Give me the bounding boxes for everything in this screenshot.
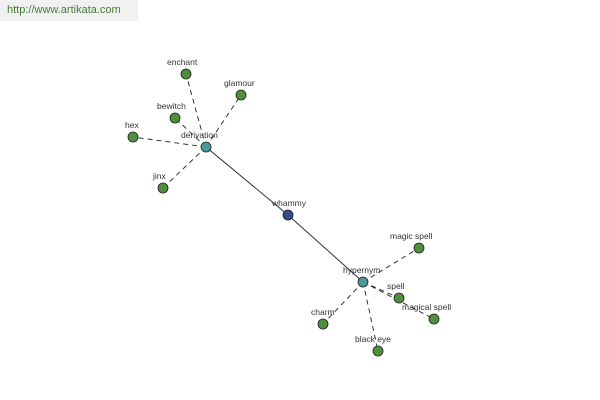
node-hex[interactable] xyxy=(127,131,139,143)
node-label-derivation: derivation xyxy=(181,130,218,140)
node-enchant[interactable] xyxy=(180,68,192,80)
node-label-glamour: glamour xyxy=(224,78,255,88)
edge-derivation-glamour xyxy=(205,94,242,148)
node-label-black-eye: black eye xyxy=(355,334,391,344)
node-label-magical-spell: magical spell xyxy=(402,302,451,312)
nodes-layer xyxy=(127,68,440,357)
node-label-spell: spell xyxy=(387,281,405,291)
node-jinx[interactable] xyxy=(157,182,169,194)
node-derivation[interactable] xyxy=(200,141,212,153)
node-label-jinx: jinx xyxy=(152,171,167,181)
edge-hypernym-black-eye xyxy=(362,281,379,352)
node-whammy[interactable] xyxy=(282,209,294,221)
node-magic-spell[interactable] xyxy=(413,242,425,254)
node-label-hex: hex xyxy=(125,120,139,130)
node-glamour[interactable] xyxy=(235,89,247,101)
node-label-charm: charm xyxy=(311,307,335,317)
edge-derivation-bewitch xyxy=(174,117,207,148)
edge-whammy-derivation xyxy=(205,146,289,216)
edge-hypernym-charm xyxy=(322,281,364,325)
node-label-hypernym: hypernym xyxy=(343,265,380,275)
source-url-banner[interactable]: http://www.artikata.com xyxy=(0,0,138,21)
labels-layer: whammy derivation hypernym enchant glamour be… xyxy=(125,57,451,344)
edge-derivation-hex xyxy=(132,136,207,148)
node-label-bewitch: bewitch xyxy=(157,101,186,111)
edge-hypernym-magic-spell xyxy=(362,247,420,283)
edge-derivation-enchant xyxy=(185,73,207,148)
node-charm[interactable] xyxy=(317,318,329,330)
node-magical-spell[interactable] xyxy=(428,313,440,325)
node-hypernym[interactable] xyxy=(357,276,369,288)
node-label-enchant: enchant xyxy=(167,57,198,67)
node-black-eye[interactable] xyxy=(372,345,384,357)
node-label-magic-spell: magic spell xyxy=(390,231,433,241)
edge-hypernym-spell xyxy=(362,281,400,299)
node-spell[interactable] xyxy=(393,292,405,304)
node-bewitch[interactable] xyxy=(169,112,181,124)
edge-whammy-hypernym xyxy=(287,214,364,283)
edges-layer xyxy=(132,73,435,352)
node-label-whammy: whammy xyxy=(271,198,307,208)
edge-derivation-jinx xyxy=(162,146,207,189)
